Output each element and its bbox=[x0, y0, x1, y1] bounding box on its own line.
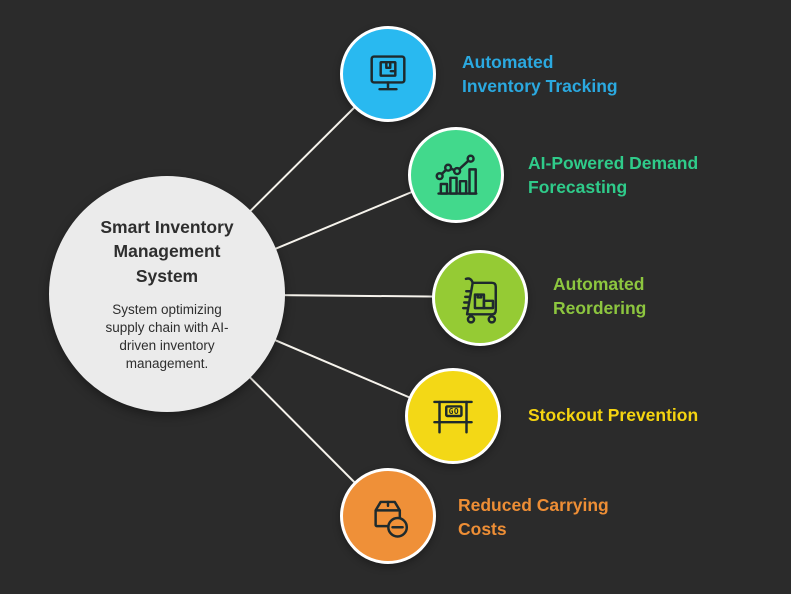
monitor-package-icon bbox=[370, 55, 406, 91]
go-sign-text: GO bbox=[449, 407, 460, 416]
node-circle bbox=[340, 26, 436, 122]
cart-boxes-icon bbox=[462, 277, 497, 324]
node-label-ai-powered-demand-forecasting: AI-Powered Demand Forecasting bbox=[528, 153, 699, 197]
node-circle: GO bbox=[405, 368, 501, 464]
node-ai-powered-demand-forecasting bbox=[408, 127, 504, 223]
node-automated-inventory-tracking bbox=[340, 26, 436, 122]
node-circle bbox=[408, 127, 504, 223]
box-minus-icon bbox=[374, 500, 409, 538]
central-node: Smart Inventory Management System System… bbox=[49, 176, 285, 412]
node-label-reduced-carrying-costs: Reduced Carrying Costs bbox=[458, 495, 609, 539]
node-label-stockout-prevention: Stockout Prevention bbox=[528, 405, 699, 426]
go-sign-icon: GO bbox=[433, 400, 473, 434]
node-circle bbox=[432, 250, 528, 346]
demand-forecast-chart-icon bbox=[435, 154, 478, 195]
node-stockout-prevention: GO bbox=[405, 368, 501, 464]
node-label-automated-reordering: Automated Reordering bbox=[553, 274, 647, 318]
node-circle bbox=[340, 468, 436, 564]
central-description: System optimizing supply chain with AI-d… bbox=[105, 302, 229, 372]
central-title: Smart Inventory Management System bbox=[100, 216, 234, 287]
node-label-automated-inventory-tracking: Automated Inventory Tracking bbox=[462, 52, 618, 96]
node-automated-reordering bbox=[432, 250, 528, 346]
node-reduced-carrying-costs bbox=[340, 468, 436, 564]
